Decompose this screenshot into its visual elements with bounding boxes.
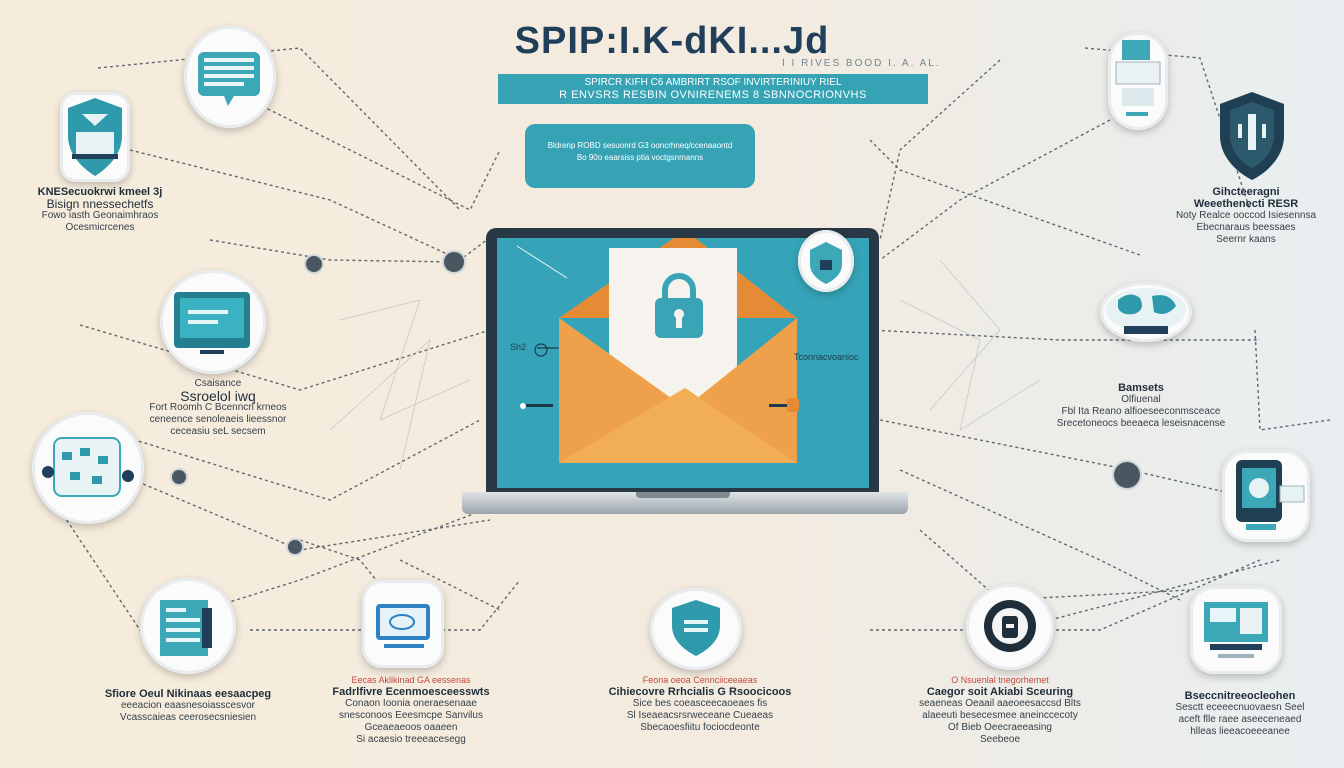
label-bottom-1-line-3: Vcasscaieas ceerosecsniesien — [119, 712, 257, 723]
label-bottom-2-tag: Eecas Aklikinad GA eessenas — [351, 675, 471, 685]
label-bottom-1-line-1: Sfiore Oeul Nikinaas eesaacpeg — [104, 688, 272, 700]
notice-line-1: Bldrenp ROBD sesuonrd G3 ooncrhneq/ccena… — [547, 141, 733, 150]
label-bottom-2-line-5: Gceaeaeoos oaaeen — [364, 722, 458, 733]
email-settings-icon — [1204, 602, 1268, 658]
label-mid-right: Bamsets Olfiuenal Fbl Ita Reano alfioese… — [1050, 382, 1232, 430]
connector-hub — [1114, 462, 1140, 488]
document-list-node — [140, 578, 236, 674]
email-settings-icon — [376, 604, 430, 648]
label-bottom-4-tag: O Nsuenlal tnegorhemet — [951, 675, 1049, 685]
label-bottom-2: Eecas Aklikinad GA eessenas Fadrlfivre E… — [318, 674, 504, 746]
label-mid-left-heading-2: Ssroelol iwq — [180, 388, 256, 404]
label-bottom-4-line-4: alaeeuti besecesmee aneinccecoty — [922, 710, 1078, 721]
label-bottom-2-heading: Fadrlfivre Ecenmoesceesswts — [332, 686, 490, 698]
lock-node — [966, 584, 1054, 670]
label-bottom-5-line-3: aceft flle raee aseeceneaed — [1178, 714, 1302, 725]
label-top-right-heading-2: Weeethenecti RESR — [1193, 198, 1299, 210]
label-bottom-2-line-3: Conaon Ioonia oneraesenaae — [345, 698, 477, 709]
monitor-node — [160, 270, 266, 374]
label-bottom-4-line-5: Of Bieb Oeecraeeasing — [948, 722, 1052, 733]
banner-line-2: R ENVSRS RESBIN OVNIRENEMS 8 SBNNOCRIONV… — [559, 89, 867, 101]
shield-icon — [810, 242, 842, 284]
laptop-notch — [636, 492, 730, 498]
label-top-left-heading: KNESecuokrwi kmeel 3j — [37, 186, 163, 198]
label-mid-left-line-5: ceceasiu seL secsem — [170, 426, 266, 437]
label-bottom-1-line-2: eeeacion eaasnesoiasscesvor — [121, 700, 255, 711]
label-bottom-3-heading: Cihiecovre Rrhcialis G Rsoocicoos — [608, 686, 792, 698]
label-mid-left-line-4: ceneence senoleaeis lieessnor — [149, 414, 287, 425]
network-node — [32, 412, 144, 524]
banner-line-1: SPIRCR KIFH C6 AMBRIRT RSOF INVIRTERINIU… — [584, 77, 842, 88]
label-top-right-line-5: Seernr kaans — [1216, 234, 1276, 245]
label-top-left-line-4: Ocesmicrcenes — [65, 222, 135, 233]
label-mid-right-heading: Bamsets — [1118, 382, 1164, 394]
connector-node-1 — [306, 256, 322, 272]
diagram-title: SPIP:I.K-dKI...Jd — [514, 20, 830, 62]
network-icon — [42, 437, 134, 497]
security-badge-icon — [1220, 92, 1284, 180]
security-badge-node — [1214, 90, 1290, 182]
chat-icon — [198, 52, 260, 106]
locked-device-icon — [1236, 460, 1305, 530]
label-top-left-line-3: Fowo iasth Geonaimhraos — [41, 210, 159, 221]
diagram-subtitle: I I RIVES BOOD I. A. AL. — [782, 58, 941, 69]
label-bottom-5: Bseccnitreeocleohen Sesctt eceeecnuovaes… — [1160, 690, 1320, 738]
label-mid-left-heading-1: Csaisance — [194, 378, 242, 389]
label-mid-right-line-2: Olfiuenal — [1121, 394, 1161, 405]
label-bottom-4-line-3: seaeneas Oeaail aaeoeesaccsd Blts — [919, 698, 1081, 709]
label-bottom-3-line-5: Sbecaoesfiitu fociocdeonte — [640, 722, 760, 733]
label-top-right-line-3: Noty Realce ooccod Isiesennsa — [1175, 210, 1317, 221]
email-settings-node — [1190, 586, 1282, 674]
monitor-icon — [174, 292, 250, 354]
label-bottom-4-heading: Caegor soit Akiabi Sceuring — [926, 686, 1074, 698]
header-banner: SPIRCR KIFH C6 AMBRIRT RSOF INVIRTERINIU… — [498, 74, 928, 104]
label-bottom-3: Feona oeoa Cennciiceeaeas Cihiecovre Rrh… — [604, 674, 796, 734]
label-mid-right-line-3: Fbl Ita Reano alfioeseeconmsceace — [1061, 406, 1221, 417]
label-bottom-4-line-6: Seebeoe — [979, 734, 1021, 745]
connector-node-4 — [288, 540, 302, 554]
shield-laptop-icon — [68, 98, 122, 176]
world-map-icon — [1106, 288, 1186, 334]
label-bottom-4: O Nsuenlal tnegorhemet Caegor soit Akiab… — [912, 674, 1088, 746]
world-map-node — [1100, 282, 1192, 342]
chat-node — [184, 26, 276, 128]
label-bottom-5-heading: Bseccnitreeocleohen — [1184, 690, 1296, 702]
shield-icon — [672, 600, 720, 656]
label-top-left: KNESecuokrwi kmeel 3j Bisign nnessechetf… — [20, 186, 180, 234]
label-top-right-line-4: Ebecnaraus beessaes — [1196, 222, 1296, 233]
document-icon — [160, 600, 212, 656]
label-bottom-3-line-3: Sice bes coeasceecaoeaes fis — [632, 698, 768, 709]
label-bottom-3-tag: Feona oeoa Cennciiceeaeas — [642, 675, 758, 685]
locked-device-node — [1222, 450, 1310, 542]
label-mid-left-line-3: Fort Roomh C Bcenncrl krneos — [149, 402, 287, 413]
document-icon — [1115, 40, 1161, 116]
screen-settings-node — [362, 580, 444, 668]
label-top-left-line-2: Bisign nnessechetfs — [46, 197, 154, 211]
screen-left-tag: Sh2 — [510, 342, 527, 352]
connector-node-3 — [172, 470, 186, 484]
connector-node-2 — [444, 252, 464, 272]
label-top-right: Gihcteeragni Weeethenecti RESR Noty Real… — [1166, 186, 1326, 246]
padlock-icon — [655, 273, 703, 338]
label-bottom-1: Sfiore Oeul Nikinaas eesaacpeg eeeacion … — [96, 688, 280, 724]
screen-right-tag: Tconnacvoanioc — [794, 352, 859, 362]
shield-laptop-node — [60, 92, 130, 182]
label-bottom-2-line-6: Si acaesio treeeacesegg — [356, 734, 466, 745]
document-stack-node — [1108, 32, 1168, 130]
label-bottom-5-line-2: Sesctt eceeecnuovaesn Seel — [1175, 702, 1305, 713]
notice-box: Bldrenp ROBD sesuonrd G3 ooncrhneq/ccena… — [525, 124, 755, 188]
laptop-base — [462, 492, 908, 514]
notice-line-2: Bo 90o eaarsiss ptia voctgsnmanns — [576, 153, 704, 162]
label-bottom-3-line-4: Sl Iseaeacsrsrweceane Cueaeas — [626, 710, 774, 721]
label-top-right-heading-1: Gihcteeragni — [1212, 186, 1280, 198]
label-mid-left: Csaisance Ssroelol iwq Fort Roomh C Bcen… — [138, 378, 298, 438]
lock-icon — [984, 600, 1036, 652]
envelope-illustration — [516, 238, 799, 463]
small-shield-node — [798, 230, 854, 292]
label-mid-right-line-4: Srecetoneocs beeaeca leseisnacense — [1056, 418, 1226, 429]
label-bottom-5-line-4: hlleas lieeacoeeeanee — [1190, 726, 1290, 737]
label-bottom-2-line-4: snesconoos Eeesmcpe Sanvilus — [339, 710, 483, 721]
shield-node — [650, 588, 742, 670]
